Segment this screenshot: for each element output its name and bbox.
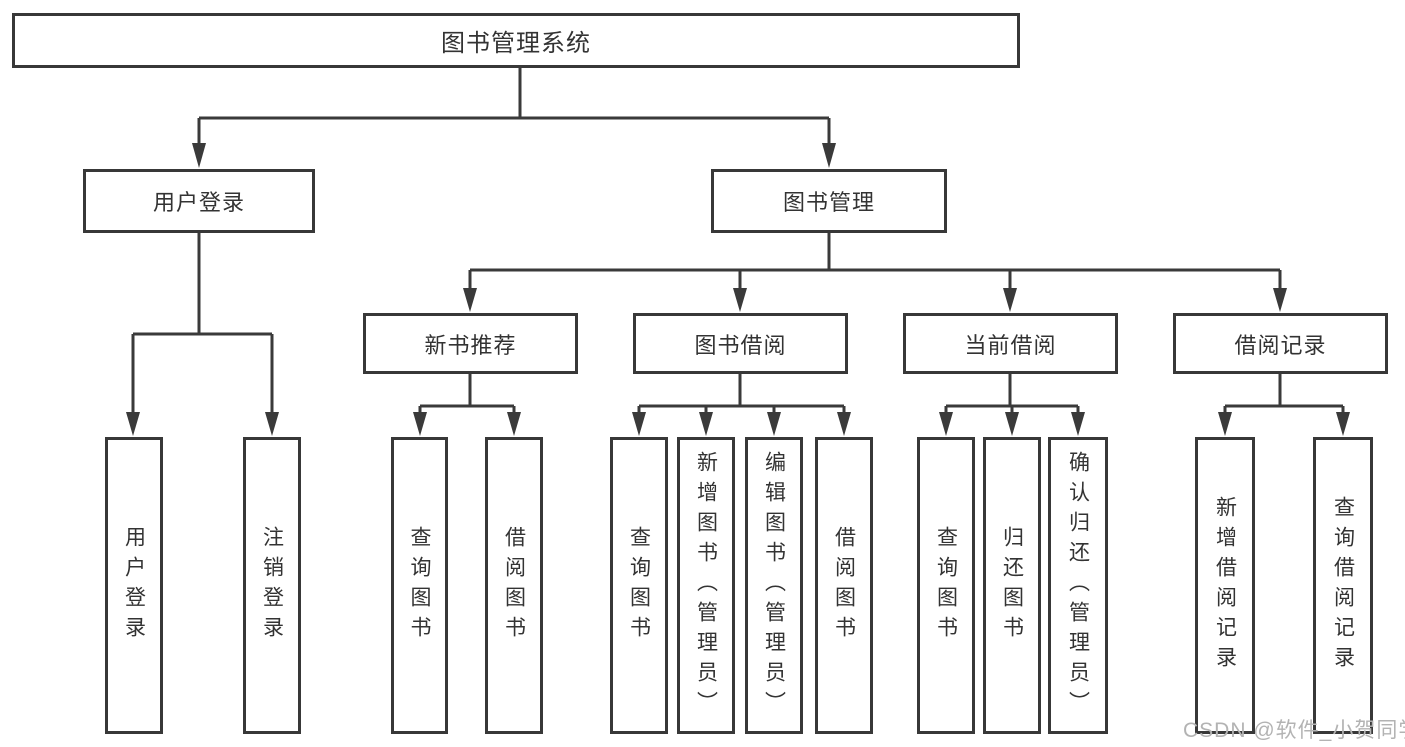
leaf-query-books-borrow-label: 查询图书: [627, 525, 651, 646]
leaf-user-login-label: 用户登录: [122, 525, 146, 646]
leaf-borrow-books-label: 借阅图书: [832, 525, 856, 646]
node-borrow-records: 借阅记录: [1173, 313, 1388, 374]
arrowheads: [126, 143, 1350, 436]
node-new-book-recommend-label: 新书推荐: [424, 332, 517, 358]
leaf-logout: 注销登录: [243, 437, 301, 734]
leaf-add-borrow-record-label: 新增借阅记录: [1213, 495, 1237, 676]
node-library-system-label: 图书管理系统: [441, 30, 591, 57]
leaf-edit-book-admin: 编辑图书（管理员）: [745, 437, 803, 734]
node-library-system: 图书管理系统: [12, 13, 1020, 68]
leaf-borrow-books: 借阅图书: [815, 437, 873, 734]
leaf-confirm-return-admin: 确认归还（管理员）: [1048, 437, 1108, 734]
leaf-query-books-borrow: 查询图书: [610, 437, 668, 734]
leaf-query-borrow-record: 查询借阅记录: [1313, 437, 1373, 734]
node-current-borrow-label: 当前借阅: [964, 332, 1057, 358]
node-book-borrow: 图书借阅: [633, 313, 848, 374]
leaf-query-books-recommend-label: 查询图书: [408, 525, 431, 646]
node-book-management-label: 图书管理: [782, 190, 875, 215]
leaf-query-books-current: 查询图书: [917, 437, 975, 734]
leaf-borrow-books-recommend: 借阅图书: [485, 437, 543, 734]
leaf-edit-book-admin-label: 编辑图书（管理员）: [762, 450, 786, 721]
node-user-login-label: 用户登录: [152, 190, 245, 215]
leaf-user-login: 用户登录: [105, 437, 163, 734]
leaf-return-book: 归还图书: [983, 437, 1041, 734]
leaf-query-borrow-record-label: 查询借阅记录: [1331, 495, 1355, 676]
node-new-book-recommend: 新书推荐: [363, 313, 578, 374]
node-book-borrow-label: 图书借阅: [694, 332, 787, 358]
leaf-confirm-return-admin-label: 确认归还（管理员）: [1066, 450, 1090, 721]
leaf-query-books-recommend: 查询图书: [391, 437, 448, 734]
node-borrow-records-label: 借阅记录: [1234, 332, 1327, 358]
leaf-add-borrow-record: 新增借阅记录: [1195, 437, 1255, 734]
leaf-query-books-current-label: 查询图书: [934, 525, 958, 646]
leaf-add-book-admin-label: 新增图书（管理员）: [694, 450, 718, 721]
leaf-return-book-label: 归还图书: [1000, 525, 1024, 646]
leaf-borrow-books-recommend-label: 借阅图书: [502, 525, 526, 646]
leaf-add-book-admin: 新增图书（管理员）: [677, 437, 735, 734]
node-book-management: 图书管理: [711, 169, 947, 233]
leaf-logout-label: 注销登录: [260, 525, 284, 646]
node-user-login: 用户登录: [83, 169, 315, 233]
csdn-watermark: CSDN @软件_小贺同学: [1183, 719, 1405, 742]
node-current-borrow: 当前借阅: [903, 313, 1118, 374]
